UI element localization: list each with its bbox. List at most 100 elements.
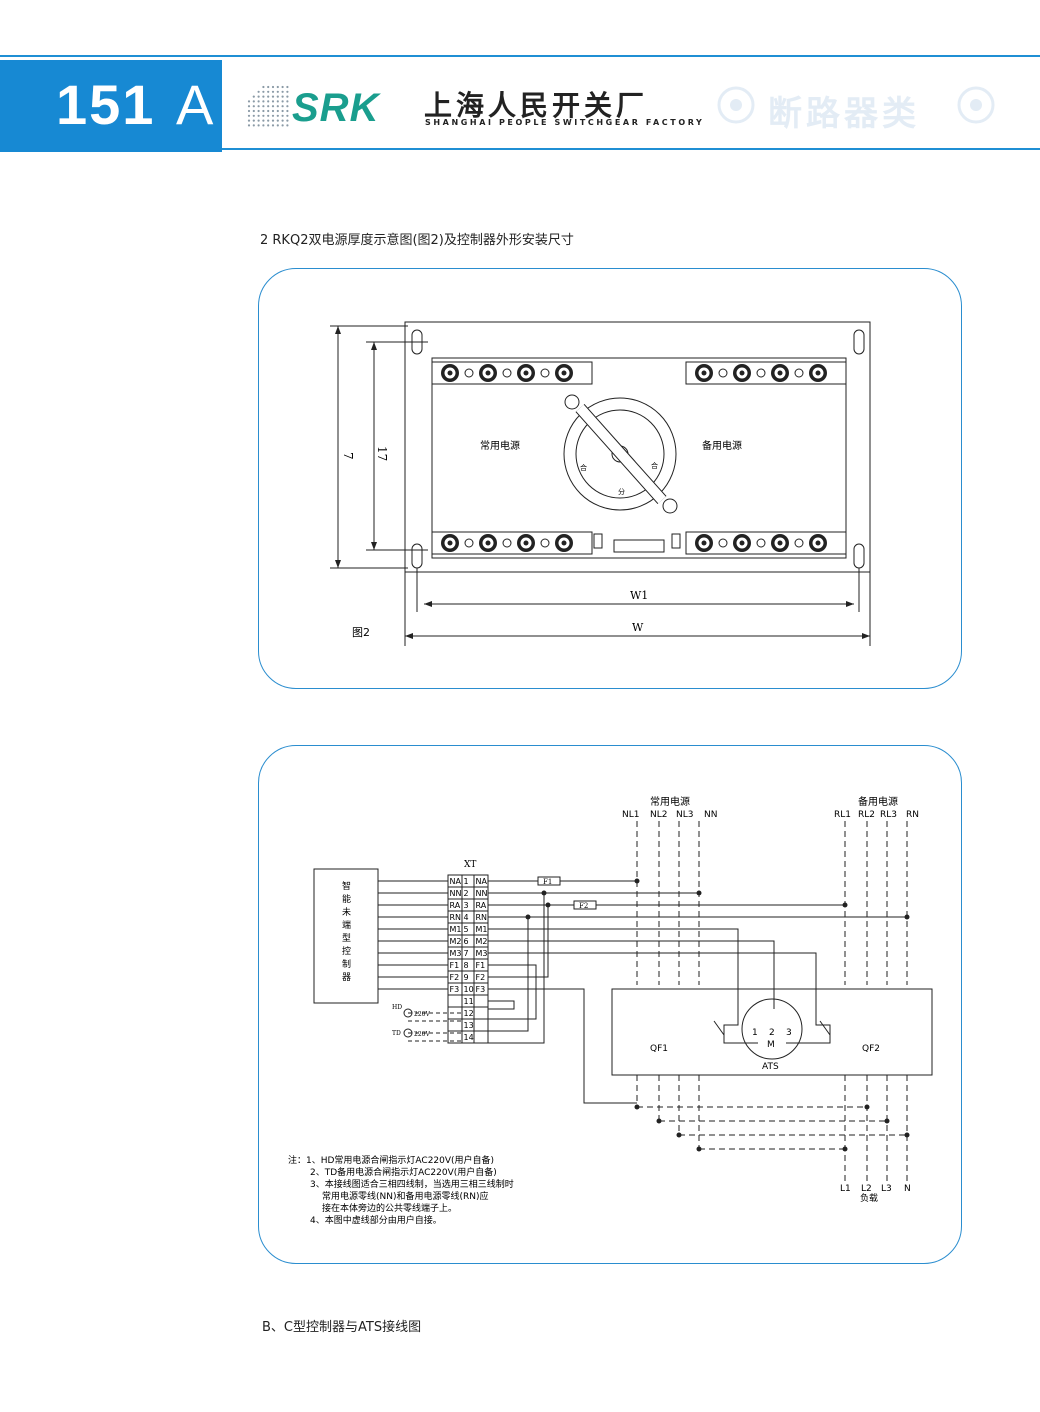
terminal-cell [473, 994, 489, 1008]
terminal-screw [561, 540, 567, 546]
terminal-text: 6 [464, 937, 469, 946]
terminal-text: 1 [464, 877, 469, 886]
terminal-screw [561, 370, 567, 376]
dot [252, 114, 255, 117]
dot [252, 124, 255, 127]
terminal-text: F2 [476, 973, 486, 982]
terminal-text: 9 [464, 973, 469, 982]
terminal-hole [540, 538, 550, 548]
line-label: NN [704, 810, 717, 820]
handle-mark: 合 [651, 461, 658, 470]
terminal-text: F1 [476, 961, 486, 970]
note-line: 接在本体旁边的公共零线端子上。 [322, 1202, 457, 1214]
handle-mark: 合 [580, 463, 587, 472]
dot [286, 90, 289, 93]
dot [271, 105, 275, 108]
dimension-drawing: 7 17 W1 W 图2 常用电源 备用电源 合 分 合 [330, 321, 871, 646]
switch-body [431, 357, 847, 559]
terminal-screw [701, 540, 707, 546]
terminal-text: F3 [476, 985, 486, 994]
company-name-en: SHANGHAI PEOPLE SWITCHGEAR FACTORY [425, 118, 705, 127]
base-plate [404, 321, 871, 573]
dot [276, 124, 279, 127]
dim-height-inner: 17 [375, 446, 389, 461]
hd-voltage: 220V [414, 1011, 430, 1018]
dot [262, 109, 265, 113]
terminal-text: M1 [476, 925, 488, 934]
wiring-diagram: 常用电源 备用电源 NL1 NL2 NL3 NN RL1 RL2 RL3 RN [288, 795, 933, 1226]
terminal-screw [739, 370, 745, 376]
dot [281, 90, 284, 93]
terminal-hole [502, 538, 512, 548]
motor-terminal: 1 [752, 1028, 758, 1038]
dot [271, 85, 275, 89]
controller-char: 器 [342, 972, 351, 983]
dot [271, 119, 275, 122]
td-label: TD [392, 1030, 401, 1037]
figure-label: 图2 [352, 626, 370, 639]
terminal-strip [431, 531, 593, 555]
terminal-screw [485, 540, 491, 546]
dim-height-outer: 7 [341, 452, 355, 460]
load-label: 负载 [860, 1192, 878, 1204]
td-lamp-icon [403, 1028, 413, 1038]
rotary-handle [563, 394, 678, 514]
td-voltage: 220V [414, 1031, 430, 1038]
note-line: 3、本接线图适合三相四线制，当选用三相三线制时 [310, 1178, 514, 1190]
dot [281, 109, 284, 113]
terminal-text: M3 [476, 949, 488, 958]
dim-width-inner: W1 [630, 589, 648, 602]
mount-slot [853, 329, 865, 355]
dot [247, 105, 251, 108]
dot [276, 109, 279, 113]
dot [267, 85, 270, 89]
dot [276, 114, 279, 117]
controller-char: 制 [342, 958, 351, 970]
dot [286, 124, 289, 127]
load-line: L1 [840, 1184, 851, 1194]
page-number-block [0, 60, 222, 152]
dot [257, 109, 260, 113]
fuse-f1 [537, 876, 561, 886]
ats-label: ATS [762, 1062, 779, 1072]
terminal-hole [464, 538, 474, 548]
terminal-text: 7 [464, 949, 469, 958]
terminal-screw [523, 370, 529, 376]
note-line: 4、本图中虚线部分由用户自接。 [310, 1214, 442, 1226]
terminal-text: NA [476, 877, 488, 886]
line-label: NL1 [622, 810, 639, 820]
dot [281, 95, 284, 98]
dot [271, 109, 275, 113]
terminal-text: RA [476, 901, 487, 910]
terminal-row-bottom [431, 531, 847, 555]
terminal-hole [718, 538, 728, 548]
line-label: RN [906, 810, 919, 820]
hd-lamp-icon [403, 1008, 413, 1018]
terminal-row-top [431, 361, 847, 385]
terminal-hole [756, 368, 766, 378]
mount-slot [853, 543, 865, 569]
dot [257, 100, 260, 103]
note-line: 常用电源零线(NN)和备用电源零线(RN)应 [322, 1190, 489, 1202]
dot [267, 119, 270, 122]
dot [267, 105, 270, 108]
terminal-screw [447, 540, 453, 546]
terminal-cell [473, 1030, 489, 1044]
dot [267, 124, 270, 127]
terminal-text: M2 [450, 937, 462, 946]
dot [281, 100, 284, 103]
dot [257, 119, 260, 122]
motor-terminal: 3 [786, 1028, 792, 1038]
motor-terminal: 2 [769, 1028, 775, 1038]
terminal-text: F2 [450, 973, 460, 982]
fuse-f2-label: F2 [579, 902, 588, 910]
motor-label: M [767, 1040, 775, 1050]
backup-source-title: 备用电源 [858, 795, 898, 808]
note-line: 2、TD备用电源合闸指示灯AC220V(用户自备) [310, 1166, 497, 1178]
line-label: RL1 [834, 810, 851, 820]
ats-box [611, 988, 933, 1076]
terminal-text: M2 [476, 937, 488, 946]
line-label: RL3 [880, 810, 897, 820]
dot [252, 119, 255, 122]
